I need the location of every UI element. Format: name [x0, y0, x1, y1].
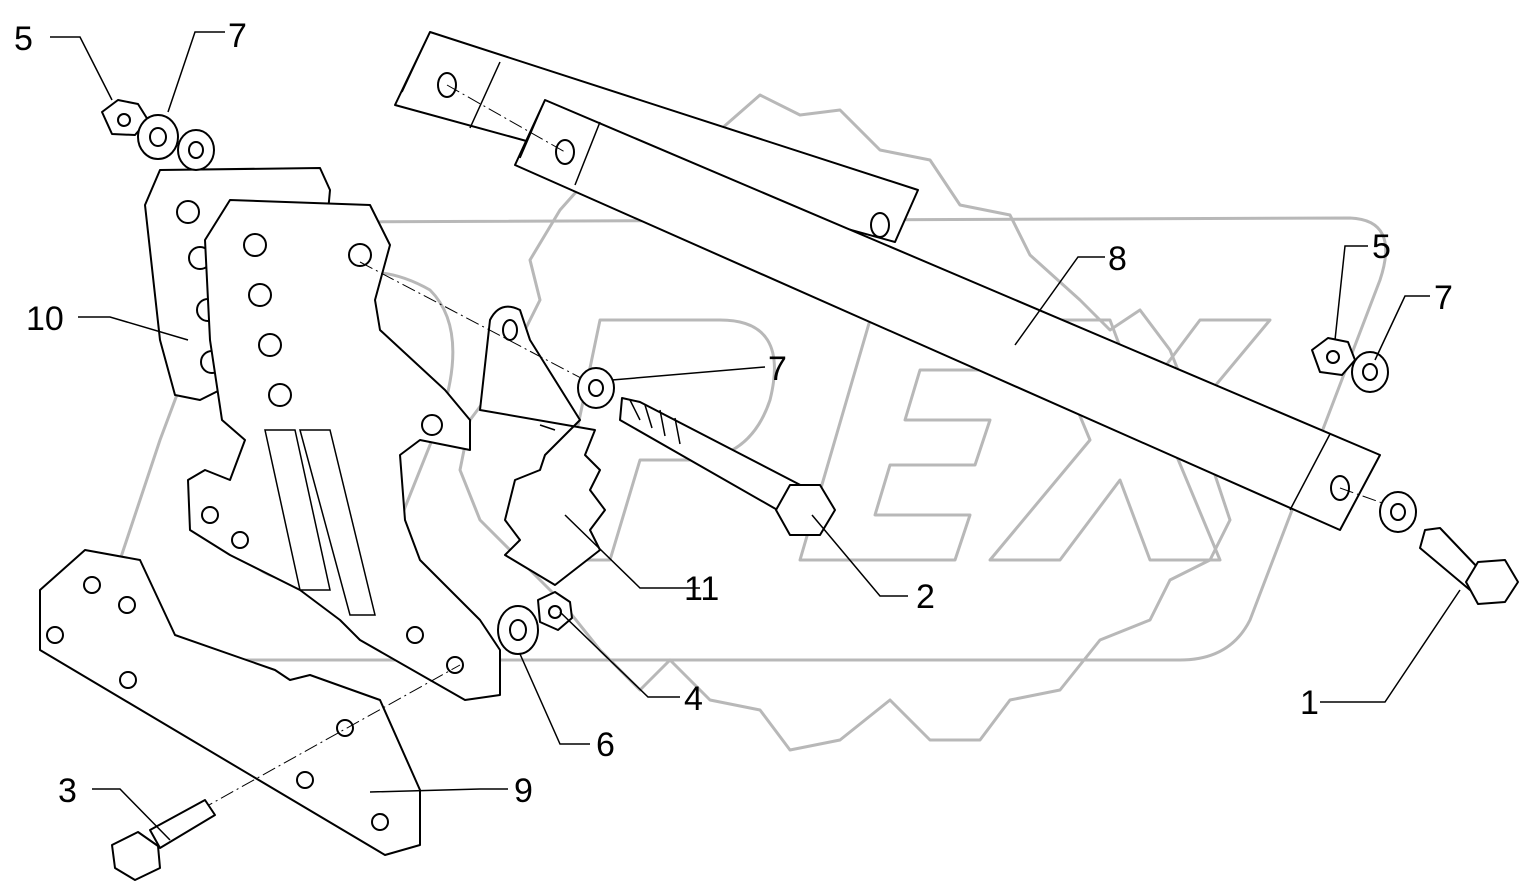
washer-part-7-left: [137, 114, 215, 171]
callout-4: 4: [684, 680, 703, 718]
callout-7-right: 7: [1434, 279, 1453, 317]
bar-part-8: [394, 31, 1381, 531]
washer-part-7-middle: [577, 367, 615, 409]
callout-3: 3: [58, 772, 77, 810]
callout-9: 9: [514, 772, 533, 810]
plate-part-10: [144, 167, 501, 701]
bolt-part-2: [359, 261, 836, 536]
callout-5-right: 5: [1372, 228, 1391, 266]
callout-2: 2: [916, 578, 935, 616]
callout-8: 8: [1108, 240, 1127, 278]
callouts: 5 7 10 7 8 5 7 11 2 4 6 1 3 9: [14, 17, 1453, 810]
callout-6: 6: [596, 726, 615, 764]
leader-lines: [50, 31, 1461, 841]
washer-part-6: [497, 605, 539, 655]
nut-part-4: [537, 591, 573, 631]
callout-10: 10: [26, 300, 64, 338]
bolt-part-1: [1339, 487, 1519, 605]
washer-part-7-right: [1351, 351, 1417, 533]
callout-1: 1: [1300, 684, 1319, 722]
bolt-part-3: [111, 799, 216, 881]
nut-part-5-right: [1311, 337, 1356, 376]
callout-7-left: 7: [228, 17, 247, 55]
bracket-part-11: [479, 305, 606, 586]
plate-part-9: [39, 549, 461, 856]
callout-11: 11: [684, 570, 719, 608]
callout-5-left: 5: [14, 20, 33, 58]
callout-7-middle: 7: [768, 350, 787, 388]
